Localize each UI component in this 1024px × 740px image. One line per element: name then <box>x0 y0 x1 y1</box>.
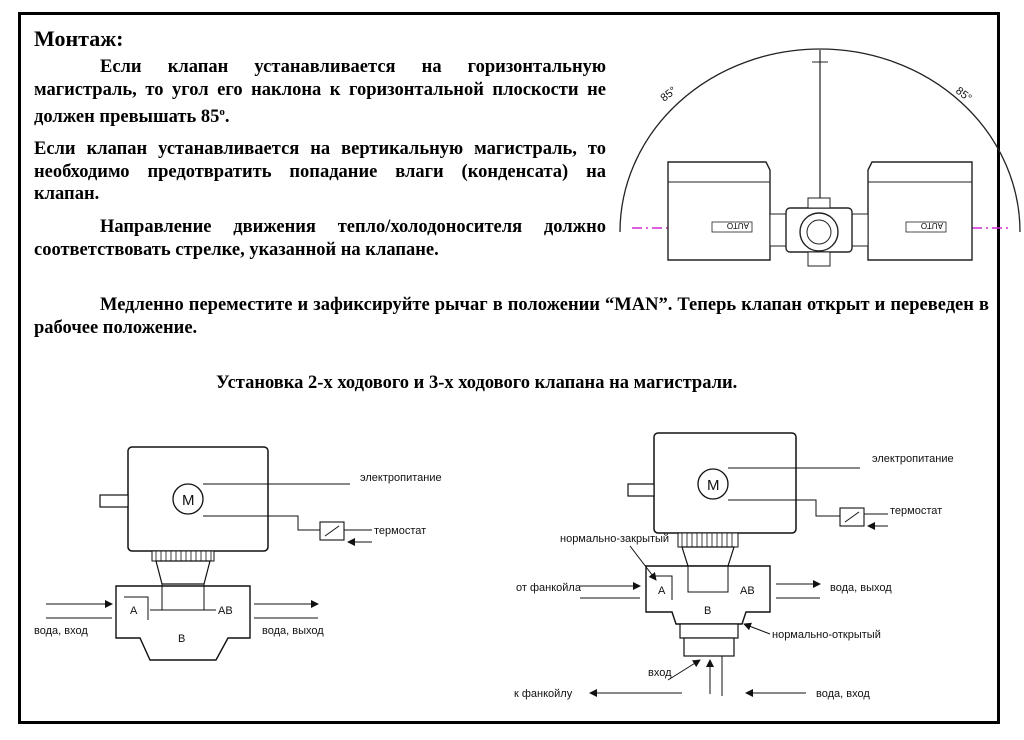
mounting-paragraph-1: Если клапан устанавливается на горизонта… <box>34 56 606 129</box>
actuator-left-label: AUTO <box>727 221 749 230</box>
to-fancoil-label: к фанкойлу <box>514 688 573 700</box>
actuator-right: AUTO <box>867 161 973 261</box>
normally-closed-label: нормально-закрытый <box>560 533 669 545</box>
port-a-2way: A <box>130 605 138 617</box>
mounting-heading: Монтаж: <box>34 26 124 51</box>
motor-2way <box>172 483 204 515</box>
valve-body-2way <box>115 585 251 661</box>
degree-mark: о <box>219 106 225 118</box>
angle-left-label: 85° <box>658 85 679 105</box>
tilt-arc <box>619 48 1021 233</box>
inlet-label-3way: вход <box>648 667 672 679</box>
thermostat-label-3way: термостат <box>890 505 942 517</box>
three-way-valve-diagram: M электропитание термостат A B AB нормал… <box>514 432 954 700</box>
port-a-3way: A <box>658 585 666 597</box>
actuator-right-label: AUTO <box>921 221 943 230</box>
water-outlet-label: вода, выход <box>830 582 892 594</box>
port-ab-3way: AB <box>740 585 755 597</box>
valve-body-top-view <box>769 197 869 267</box>
outlet-label-2way: вода, выход <box>262 625 324 637</box>
power-label-2way: электропитание <box>360 472 442 484</box>
mounting-paragraph-3: Направление движения тепло/холодоносител… <box>34 217 606 260</box>
actuator-left: AUTO <box>667 161 771 261</box>
page-border <box>18 12 1000 724</box>
paragraph-1-text: Если клапан устанавливается на горизонта… <box>34 57 606 128</box>
angle-right-label: 85° <box>953 85 974 105</box>
mounting-paragraph-4: Медленно переместите и зафиксируйте рыча… <box>34 295 989 338</box>
port-b-2way: B <box>178 633 185 645</box>
port-ab-2way: AB <box>218 605 233 617</box>
port-b-3way: B <box>704 605 711 617</box>
valve-body-3way <box>645 565 771 625</box>
motor-3way-label: M <box>707 477 720 494</box>
installation-caption: Установка 2-х ходового и 3-х ходового кл… <box>216 373 738 393</box>
inlet-label-2way: вода, вход <box>34 625 88 637</box>
thermostat-label-2way: термостат <box>374 525 426 537</box>
motor-3way <box>697 468 729 500</box>
tilt-diagram: 85° 85° AUTO AUTO <box>619 48 1021 267</box>
motor-2way-label: M <box>182 492 195 509</box>
paragraph-1-end: . <box>224 107 230 128</box>
from-fancoil-label: от фанкойла <box>516 582 582 594</box>
power-label-3way: электропитание <box>872 453 954 465</box>
water-inlet-label: вода, вход <box>816 688 870 700</box>
two-way-valve-diagram: M электропитание термостат A B AB вода, … <box>34 446 442 661</box>
normally-open-label: нормально-открытый <box>772 629 881 641</box>
mounting-paragraph-2: Если клапан устанавливается на вертикаль… <box>34 139 606 204</box>
